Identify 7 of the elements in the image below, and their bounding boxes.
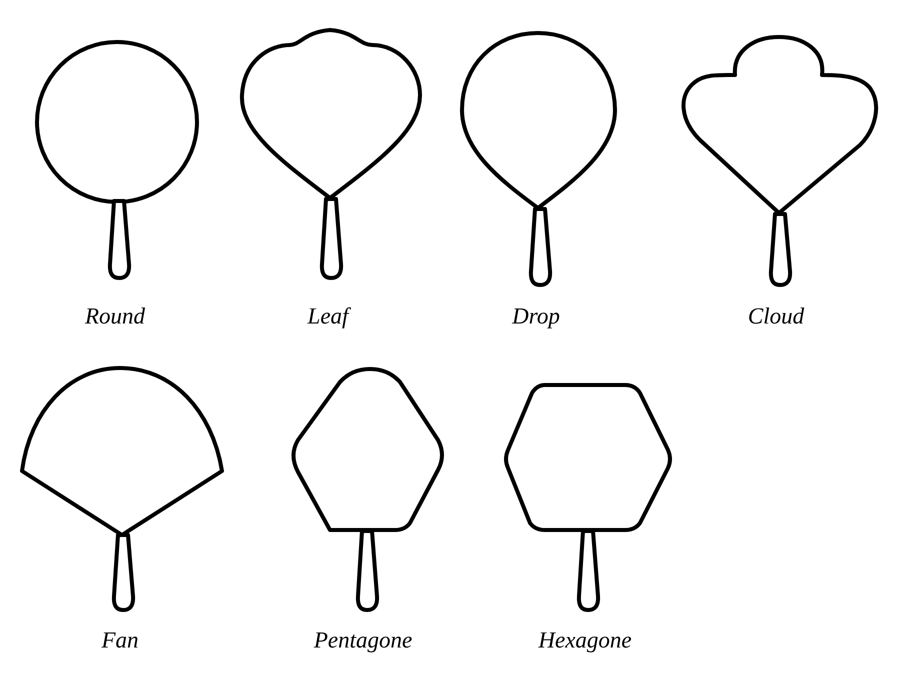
shape-label: Drop: [512, 304, 560, 328]
shape-label: Fan: [101, 628, 139, 652]
shape-label: Round: [84, 304, 146, 328]
shape-label: Hexagone: [538, 628, 632, 652]
shape-label: Leaf: [308, 304, 348, 328]
shape-label: Pentagone: [314, 628, 412, 652]
shape-label: Cloud: [748, 304, 804, 328]
